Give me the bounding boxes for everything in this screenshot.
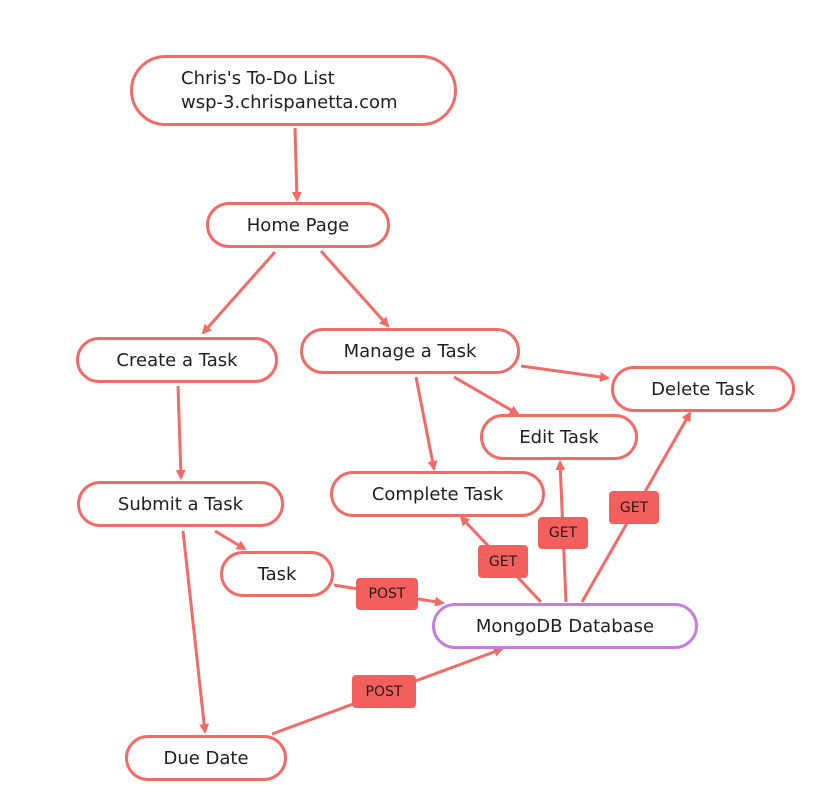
edge-label-text: GET xyxy=(488,553,518,570)
node-task: Task xyxy=(220,551,334,597)
node-submit-task: Submit a Task xyxy=(77,481,284,527)
arrow-manage-to-complete xyxy=(414,376,438,471)
title-line-url: wsp-3.chrispanetta.com xyxy=(181,91,398,113)
edge-label-text: GET xyxy=(548,525,578,541)
node-due-date: Due Date xyxy=(125,735,287,781)
arrow-submit-to-task xyxy=(214,529,247,551)
node-label: Edit Task xyxy=(519,426,599,448)
title-node: Chris's To-Do List wsp-3.chrispanetta.co… xyxy=(130,55,457,126)
arrow-home-to-manage xyxy=(319,250,390,328)
node-label: Task xyxy=(257,563,297,585)
edge-label-text: POST xyxy=(365,683,403,700)
title-line-name: Chris's To-Do List xyxy=(181,67,335,89)
edge-label-get-edit: GET xyxy=(538,517,588,549)
edge-label-post-due-date: POST xyxy=(352,675,416,708)
arrow-manage-to-edit xyxy=(453,375,520,416)
node-label: Home Page xyxy=(246,214,350,236)
edge-label-text: POST xyxy=(368,586,406,602)
node-label: Manage a Task xyxy=(343,340,477,362)
arrow-title-to-home xyxy=(291,127,302,202)
node-label: Due Date xyxy=(163,747,249,769)
node-label: Complete Task xyxy=(371,483,504,505)
edge-label-get-complete: GET xyxy=(478,545,528,578)
edge-label-post-task: POST xyxy=(356,578,418,610)
node-label: Delete Task xyxy=(651,378,755,400)
node-create-task: Create a Task xyxy=(76,337,278,383)
node-mongodb-database: MongoDB Database xyxy=(432,603,698,649)
arrow-home-to-create xyxy=(201,251,277,335)
node-home-page: Home Page xyxy=(206,202,390,248)
arrow-submit-to-due-date xyxy=(181,530,210,734)
node-label: Submit a Task xyxy=(117,493,244,515)
arrow-manage-to-delete xyxy=(520,364,610,382)
node-label: Create a Task xyxy=(116,349,238,371)
node-manage-task: Manage a Task xyxy=(300,328,520,374)
node-delete-task: Delete Task xyxy=(611,366,795,412)
edge-label-get-delete: GET xyxy=(609,491,659,524)
node-complete-task: Complete Task xyxy=(330,471,545,517)
arrow-create-to-submit xyxy=(175,385,186,480)
edge-label-text: GET xyxy=(619,499,649,516)
node-label: MongoDB Database xyxy=(475,615,655,637)
node-edit-task: Edit Task xyxy=(480,414,638,460)
